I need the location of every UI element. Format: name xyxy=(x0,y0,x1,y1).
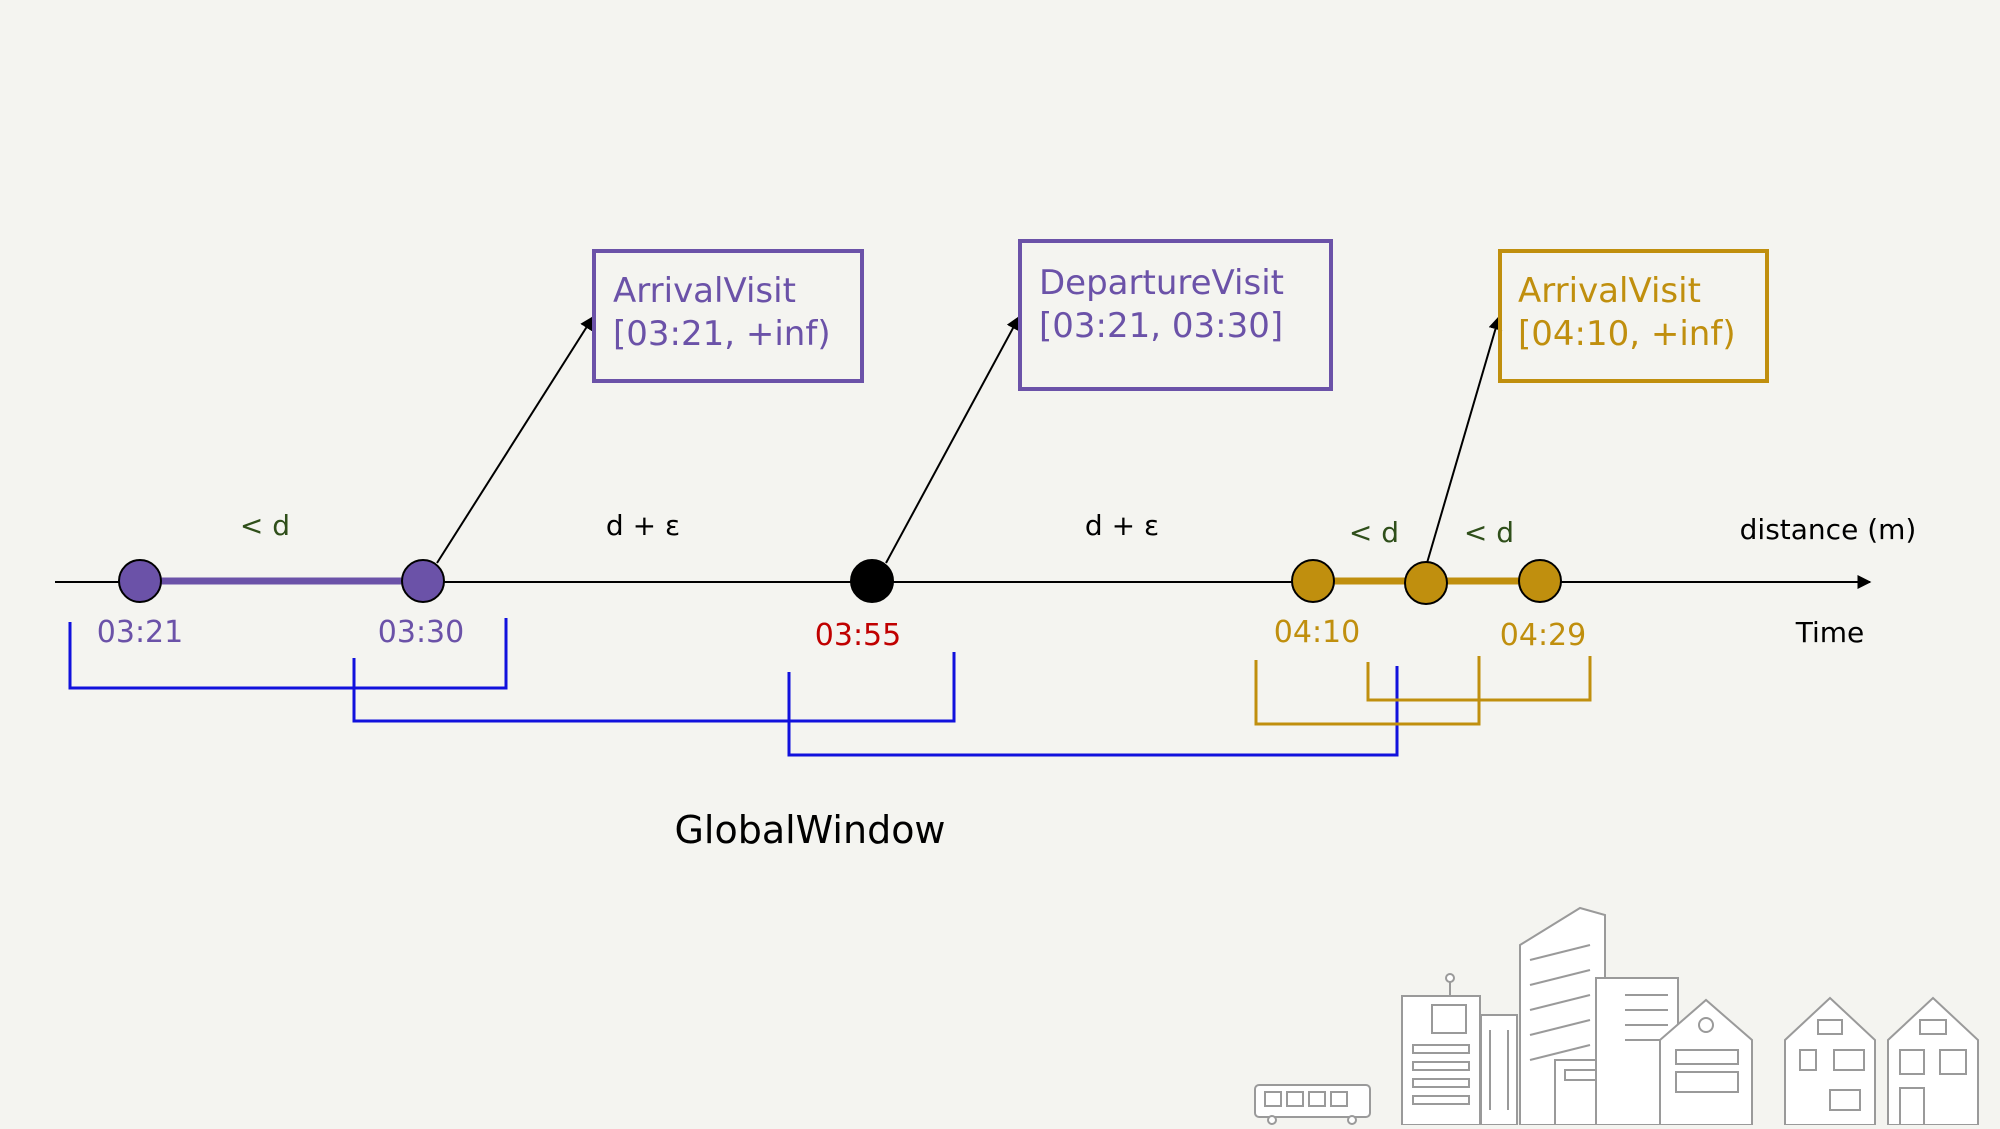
gap-label-2: d + ε xyxy=(606,509,680,542)
time-label-0410: 04:10 xyxy=(1274,615,1360,650)
arrow-to-arrival-visit-1 xyxy=(436,315,594,564)
arrival-visit-2-interval: [04:10, +inf) xyxy=(1518,314,1736,354)
event-point-0355 xyxy=(850,559,894,603)
event-point-0330 xyxy=(401,559,445,603)
event-point-0321 xyxy=(118,559,162,603)
window-bracket-2 xyxy=(352,652,956,723)
time-label-0429: 04:29 xyxy=(1500,618,1586,653)
global-window-label: GlobalWindow xyxy=(674,808,945,852)
arrival-visit-2-title: ArrivalVisit xyxy=(1518,271,1701,311)
event-point-middle xyxy=(1404,561,1448,605)
window-bracket-1 xyxy=(68,618,508,690)
arrival-visit-box-1: ArrivalVisit [03:21, +inf) xyxy=(592,249,864,383)
time-label-0330: 03:30 xyxy=(378,615,464,650)
time-label-0355: 03:55 xyxy=(815,618,901,653)
event-point-0410 xyxy=(1291,559,1335,603)
arrival-visit-1-title: ArrivalVisit xyxy=(613,271,796,311)
departure-visit-box: DepartureVisit [03:21, 03:30] xyxy=(1018,239,1333,391)
departure-visit-title: DepartureVisit xyxy=(1039,263,1284,303)
window-bracket-gold-2 xyxy=(1366,656,1592,702)
window-bracket-3 xyxy=(787,666,1399,757)
time-axis-label: Time xyxy=(1795,616,1865,649)
gap-label-4: < d xyxy=(1349,516,1399,549)
arrow-to-departure-visit xyxy=(885,315,1020,564)
distance-axis-label: distance (m) xyxy=(1740,513,1917,546)
gap-label-3: d + ε xyxy=(1085,509,1159,542)
city-skyline-illustration xyxy=(1254,906,1979,1126)
gap-label-5: < d xyxy=(1464,516,1514,549)
arrow-to-arrival-visit-2 xyxy=(1426,315,1503,564)
event-point-0429 xyxy=(1518,559,1562,603)
gap-label-1: < d xyxy=(240,509,290,542)
arrival-visit-box-2: ArrivalVisit [04:10, +inf) xyxy=(1498,249,1769,383)
arrival-visit-1-interval: [03:21, +inf) xyxy=(613,314,831,354)
departure-visit-interval: [03:21, 03:30] xyxy=(1039,306,1283,346)
time-label-0321: 03:21 xyxy=(97,615,183,650)
window-bracket-gold-1 xyxy=(1254,656,1481,726)
